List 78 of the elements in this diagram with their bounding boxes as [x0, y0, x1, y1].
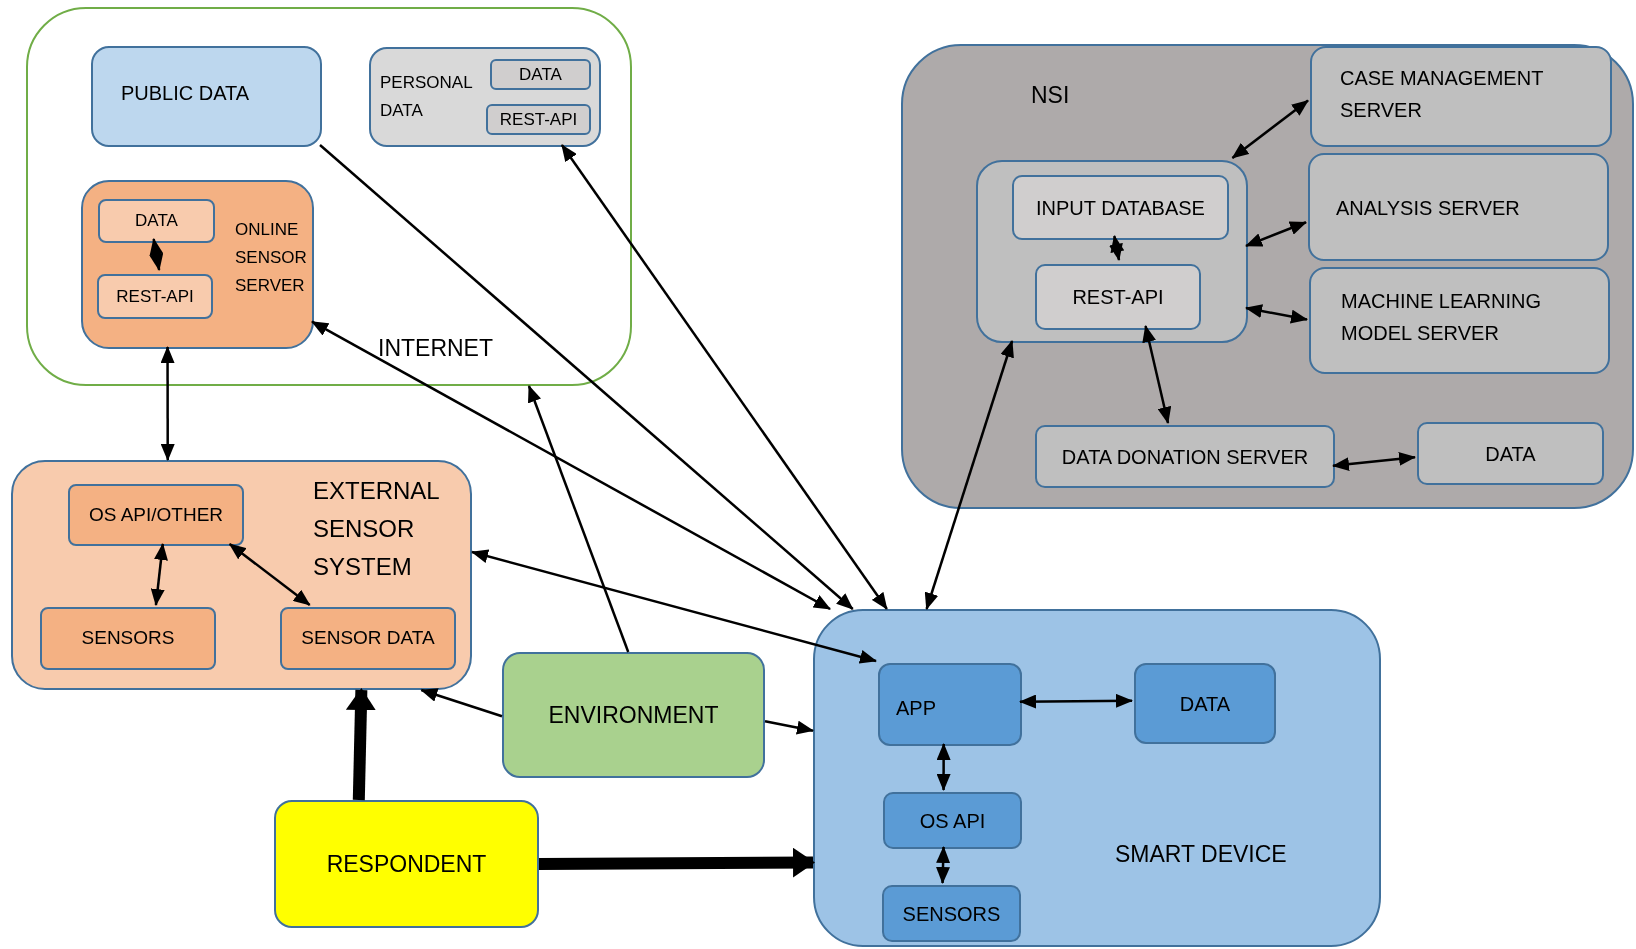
- region-panel: [901, 44, 1634, 509]
- node-label: EXTERNAL SENSOR SYSTEM: [313, 476, 440, 582]
- rounded-box: [280, 607, 456, 670]
- node-label: INPUT DATABASE: [1036, 195, 1205, 221]
- node-label: DATA DONATION SERVER: [1061, 444, 1309, 470]
- node-label: DATA: [519, 63, 562, 86]
- arrow: [149, 238, 164, 271]
- rounded-box: [976, 160, 1248, 343]
- node-label: REST-API: [1072, 285, 1164, 310]
- node-label: REST-API: [499, 108, 578, 131]
- arrow: [527, 385, 630, 653]
- region-panel: [813, 609, 1381, 947]
- node-label: OS API: [919, 808, 986, 834]
- arrow: [764, 720, 814, 735]
- rounded-box: [882, 885, 1021, 942]
- rounded-box: [1035, 425, 1335, 488]
- rounded-box: [878, 663, 1022, 746]
- node-label: DATA: [1179, 691, 1231, 717]
- node-label: APP: [896, 696, 938, 721]
- node-label: SENSOR DATA: [301, 626, 435, 651]
- arrow: [936, 846, 951, 884]
- rounded-box: [1308, 153, 1609, 261]
- node-label: MACHINE LEARNING MODEL SERVER: [1341, 289, 1543, 346]
- rounded-box: [883, 792, 1022, 849]
- arrow: [160, 346, 175, 461]
- node-label: INTERNET: [378, 334, 494, 363]
- node-label: CASE MANAGEMENT SERVER: [1340, 66, 1544, 123]
- node-label: ENVIRONMENT: [548, 700, 719, 730]
- node-label: SENSORS: [902, 901, 1001, 927]
- rounded-box: [1310, 46, 1612, 147]
- rounded-box: [81, 180, 314, 349]
- rounded-box: [91, 46, 322, 147]
- node-label: ONLINE SENSOR SERVER: [235, 219, 308, 297]
- arrow: [311, 320, 831, 611]
- node-label: DATA: [135, 210, 178, 233]
- block-arrow: [538, 847, 815, 878]
- node-label: SENSORS: [81, 626, 175, 651]
- node-label: PUBLIC DATA: [121, 81, 251, 106]
- node-label: REST-API: [116, 285, 194, 308]
- arrow: [924, 340, 1014, 610]
- rounded-box: [97, 274, 213, 319]
- arrow: [1019, 693, 1133, 709]
- arrow: [471, 549, 877, 664]
- node-label: SMART DEVICE: [1115, 840, 1288, 869]
- node-label: DATA: [1485, 441, 1536, 467]
- rounded-box: [1134, 663, 1276, 744]
- rounded-box: [1035, 264, 1201, 330]
- rounded-box: [274, 800, 539, 928]
- arrow: [1109, 235, 1125, 261]
- node-label: OS API/OTHER: [88, 502, 224, 527]
- node-label: RESPONDENT: [326, 849, 487, 879]
- node-label: PERSONAL DATA: [380, 72, 473, 122]
- rounded-box: [490, 59, 591, 90]
- rounded-box: [369, 47, 601, 147]
- region-outline: [26, 7, 632, 386]
- arrow: [1245, 221, 1307, 247]
- arrow: [150, 543, 168, 606]
- arrow: [936, 743, 951, 791]
- node-label: ANALYSIS SERVER: [1336, 196, 1521, 221]
- arrow: [1142, 325, 1172, 424]
- arrow: [420, 688, 503, 718]
- region-panel: [11, 460, 472, 690]
- node-label: NSI: [1031, 81, 1071, 110]
- rounded-box: [1417, 422, 1604, 485]
- rounded-box: [502, 652, 765, 778]
- rounded-box: [98, 199, 215, 243]
- arrow: [319, 144, 854, 610]
- arrow: [1332, 451, 1416, 472]
- rounded-box: [40, 607, 216, 670]
- rounded-box: [68, 484, 244, 546]
- arrow: [1231, 99, 1309, 159]
- rounded-box: [1012, 175, 1229, 240]
- rounded-box: [486, 104, 591, 135]
- block-arrow: [345, 688, 376, 801]
- rounded-box: [1309, 267, 1610, 374]
- arrow: [228, 543, 311, 606]
- arrow: [560, 144, 888, 610]
- arrow: [1245, 304, 1308, 324]
